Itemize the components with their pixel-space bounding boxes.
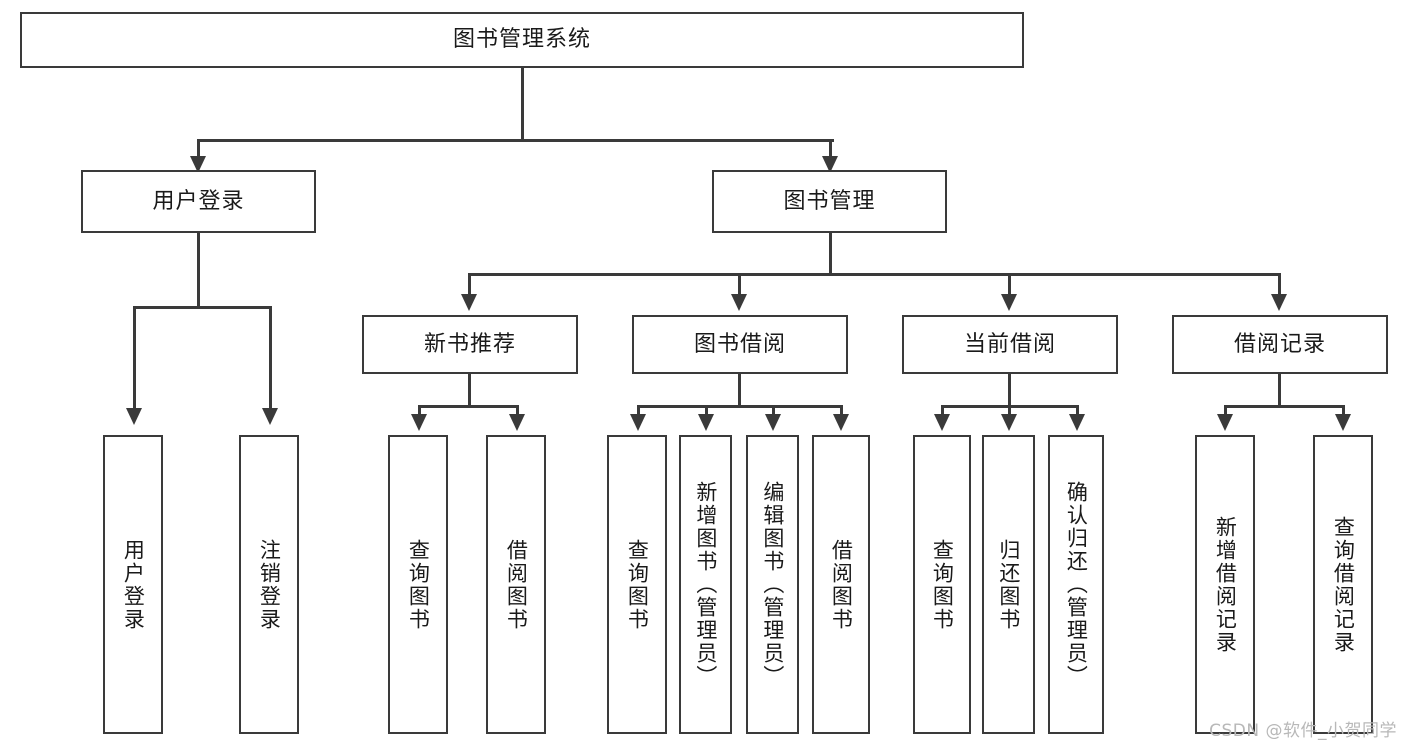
node-user-login[interactable]: 用户登录 [81, 170, 316, 233]
leaf-new-book-query[interactable]: 查询图书 [388, 435, 448, 734]
leaf-user-login-logout[interactable]: 注销登录 [239, 435, 299, 734]
leaf-new-book-borrow-label: 借阅图书 [504, 538, 529, 631]
arrow-user-login-leaf2 [262, 408, 278, 425]
edge-book-mgmt-trunk [829, 233, 832, 275]
node-book-borrow[interactable]: 图书借阅 [632, 315, 848, 374]
node-book-management-label: 图书管理 [783, 188, 876, 214]
node-new-book-recommend-label: 新书推荐 [423, 331, 516, 357]
leaf-current-query-label: 查询图书 [930, 538, 955, 631]
leaf-current-return-book-label: 归还图书 [996, 538, 1021, 631]
leaf-borrow-query[interactable]: 查询图书 [607, 435, 667, 734]
node-new-book-recommend[interactable]: 新书推荐 [362, 315, 578, 374]
leaf-new-book-borrow[interactable]: 借阅图书 [486, 435, 546, 734]
edge-new-book-to-leaf2 [516, 405, 519, 416]
leaf-current-confirm-return-admin[interactable]: 确认归还（管理员） [1048, 435, 1104, 734]
edge-new-book-bus [418, 405, 518, 408]
arrow-borrow-leaf4 [833, 414, 849, 431]
edge-book-mgmt-bus [468, 273, 1280, 276]
edge-new-book-trunk [468, 374, 471, 407]
edge-current-trunk [1008, 374, 1011, 407]
edge-current-to-leaf3 [1076, 405, 1079, 416]
arrow-book-mgmt-current [1001, 294, 1017, 311]
edge-record-trunk [1278, 374, 1281, 407]
arrow-book-mgmt-record [1271, 294, 1287, 311]
leaf-borrow-query-label: 查询图书 [625, 538, 650, 631]
arrow-record-leaf2 [1335, 414, 1351, 431]
node-current-borrow-label: 当前借阅 [963, 331, 1056, 357]
arrow-borrow-leaf1 [630, 414, 646, 431]
edge-root-to-user-login [197, 139, 200, 161]
leaf-current-query[interactable]: 查询图书 [913, 435, 971, 734]
arrow-record-leaf1 [1217, 414, 1233, 431]
edge-current-to-leaf2 [1008, 405, 1011, 416]
arrow-current-leaf2 [1001, 414, 1017, 431]
node-book-borrow-label: 图书借阅 [693, 331, 786, 357]
node-current-borrow[interactable]: 当前借阅 [902, 315, 1118, 374]
leaf-user-login-login-label: 用户登录 [121, 538, 146, 631]
edge-root-to-book-mgmt [829, 139, 832, 161]
leaf-user-login-login[interactable]: 用户登录 [103, 435, 163, 734]
edge-record-to-leaf1 [1224, 405, 1227, 416]
node-root[interactable]: 图书管理系统 [20, 12, 1024, 68]
edge-book-mgmt-to-borrow [738, 273, 741, 296]
edge-user-login-to-leaf1 [133, 306, 136, 409]
arrow-root-to-user-login [190, 156, 206, 173]
leaf-borrow-edit-book-admin[interactable]: 编辑图书（管理员） [746, 435, 799, 734]
arrow-book-mgmt-borrow [731, 294, 747, 311]
leaf-borrow-borrow-book-label: 借阅图书 [829, 538, 854, 631]
edge-current-to-leaf1 [941, 405, 944, 416]
arrow-current-leaf3 [1069, 414, 1085, 431]
edge-record-to-leaf2 [1342, 405, 1345, 416]
node-borrow-record[interactable]: 借阅记录 [1172, 315, 1388, 374]
arrow-new-book-leaf1 [411, 414, 427, 431]
edge-borrow-to-leaf1 [637, 405, 640, 416]
leaf-record-query-label: 查询借阅记录 [1331, 515, 1356, 654]
edge-book-mgmt-to-record [1278, 273, 1281, 296]
edge-root-trunk [521, 67, 524, 140]
edge-borrow-to-leaf3 [772, 405, 775, 416]
leaf-record-add-label: 新增借阅记录 [1213, 515, 1238, 654]
leaf-current-confirm-return-admin-label: 确认归还（管理员） [1064, 481, 1089, 688]
edge-user-login-trunk [197, 233, 200, 308]
leaf-user-login-logout-label: 注销登录 [257, 538, 282, 631]
arrow-borrow-leaf2 [698, 414, 714, 431]
edge-user-login-bus [133, 306, 271, 309]
edge-user-login-to-leaf2 [269, 306, 272, 409]
edge-borrow-to-leaf4 [840, 405, 843, 416]
leaf-record-query[interactable]: 查询借阅记录 [1313, 435, 1373, 734]
leaf-record-add[interactable]: 新增借阅记录 [1195, 435, 1255, 734]
edge-record-bus [1224, 405, 1344, 408]
edge-borrow-trunk [738, 374, 741, 407]
node-root-label: 图书管理系统 [452, 27, 591, 53]
edge-borrow-to-leaf2 [705, 405, 708, 416]
leaf-new-book-query-label: 查询图书 [406, 538, 431, 631]
node-user-login-label: 用户登录 [152, 188, 245, 214]
edge-borrow-bus [637, 405, 842, 408]
edge-book-mgmt-to-current [1008, 273, 1011, 296]
arrow-current-leaf1 [934, 414, 950, 431]
leaf-borrow-borrow-book[interactable]: 借阅图书 [812, 435, 870, 734]
leaf-borrow-add-book-admin[interactable]: 新增图书（管理员） [679, 435, 732, 734]
node-borrow-record-label: 借阅记录 [1233, 331, 1326, 357]
arrow-root-to-book-mgmt [822, 156, 838, 173]
edge-book-mgmt-to-new-book [468, 273, 471, 296]
leaf-borrow-edit-book-admin-label: 编辑图书（管理员） [760, 481, 785, 688]
leaf-borrow-add-book-admin-label: 新增图书（管理员） [693, 481, 718, 688]
arrow-new-book-leaf2 [509, 414, 525, 431]
arrow-borrow-leaf3 [765, 414, 781, 431]
arrow-book-mgmt-new-book [461, 294, 477, 311]
edge-root-bus [197, 139, 834, 142]
edge-new-book-to-leaf1 [418, 405, 421, 416]
arrow-user-login-leaf1 [126, 408, 142, 425]
leaf-current-return-book[interactable]: 归还图书 [982, 435, 1035, 734]
node-book-management[interactable]: 图书管理 [712, 170, 947, 233]
